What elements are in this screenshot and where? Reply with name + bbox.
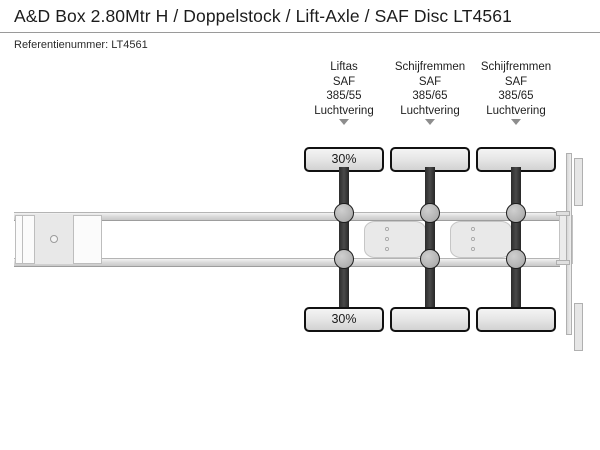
axle-assembly-2[interactable]	[382, 147, 478, 332]
front-frame-divider-1	[22, 215, 23, 264]
bogie-hole-icon	[471, 247, 475, 251]
axle-spec-brand: SAF	[418, 75, 442, 88]
axle-spec-type: Schijfremmen	[480, 61, 552, 73]
chassis-rail-top	[14, 212, 560, 221]
bogie-hole-group-2	[471, 227, 475, 257]
trailer-diagram: Liftas SAF 385/55 Luchtvering Schijfremm…	[0, 55, 600, 355]
suspension-hub-top-1	[334, 203, 354, 223]
bogie-hole-icon	[385, 237, 389, 241]
rear-bumper-bracket-bottom	[574, 303, 583, 351]
bogie-hole-group-1	[385, 227, 389, 257]
axle-spec-suspension: Luchtvering	[400, 104, 460, 117]
suspension-hub-bottom-1	[334, 249, 354, 269]
tyre-middle-right[interactable]	[390, 307, 470, 332]
suspension-hub-bottom-3	[506, 249, 526, 269]
chevron-down-icon	[511, 119, 521, 125]
bogie-hole-icon	[385, 247, 389, 251]
reference-number: Referentienummer: LT4561	[14, 39, 148, 51]
front-frame-divider-2	[34, 215, 35, 264]
axle-spec-suspension: Luchtvering	[486, 104, 546, 117]
axle-shaft-1	[339, 167, 349, 315]
suspension-hub-top-2	[420, 203, 440, 223]
rear-bumper-bracket-top	[574, 158, 583, 206]
axle-shaft-3	[511, 167, 521, 315]
axle-shaft-2	[425, 167, 435, 315]
axle-spec-tyre-size: 385/65	[412, 90, 448, 102]
bogie-hole-icon	[471, 227, 475, 231]
axle-spec-brand: SAF	[504, 75, 528, 88]
rear-cross-member	[566, 153, 572, 335]
axle-spec-tyre-size: 385/55	[326, 90, 362, 102]
axle-spec-type: Liftas	[330, 61, 358, 73]
suspension-hub-top-3	[506, 203, 526, 223]
chevron-down-icon	[339, 119, 349, 125]
bogie-hole-icon	[471, 237, 475, 241]
axle-spec-1: Liftas SAF 385/55 Luchtvering	[296, 60, 392, 125]
axle-spec-2: Schijfremmen SAF 385/65 Luchtvering	[382, 60, 478, 125]
rear-rail-stub-top	[556, 211, 570, 216]
chevron-down-icon	[425, 119, 435, 125]
rear-rail-stub-bottom	[556, 260, 570, 265]
chassis-rail-bottom	[14, 258, 560, 267]
page-header: A&D Box 2.80Mtr H / Doppelstock / Lift-A…	[0, 0, 600, 33]
axle-spec-brand: SAF	[332, 75, 356, 88]
suspension-hub-bottom-2	[420, 249, 440, 269]
axle-assembly-1[interactable]: 30% 30%	[296, 147, 392, 332]
page-title: A&D Box 2.80Mtr H / Doppelstock / Lift-A…	[14, 6, 512, 26]
tyre-front-right[interactable]: 30%	[304, 307, 384, 332]
axle-spec-type: Schijfremmen	[394, 61, 466, 73]
axle-assembly-3[interactable]	[468, 147, 564, 332]
axle-spec-suspension: Luchtvering	[314, 104, 374, 117]
kingpin-icon	[50, 235, 58, 243]
tyre-rear-right[interactable]	[476, 307, 556, 332]
axle-spec-tyre-size: 385/65	[498, 90, 534, 102]
axle-spec-3: Schijfremmen SAF 385/65 Luchtvering	[468, 60, 564, 125]
bogie-hole-icon	[385, 227, 389, 231]
